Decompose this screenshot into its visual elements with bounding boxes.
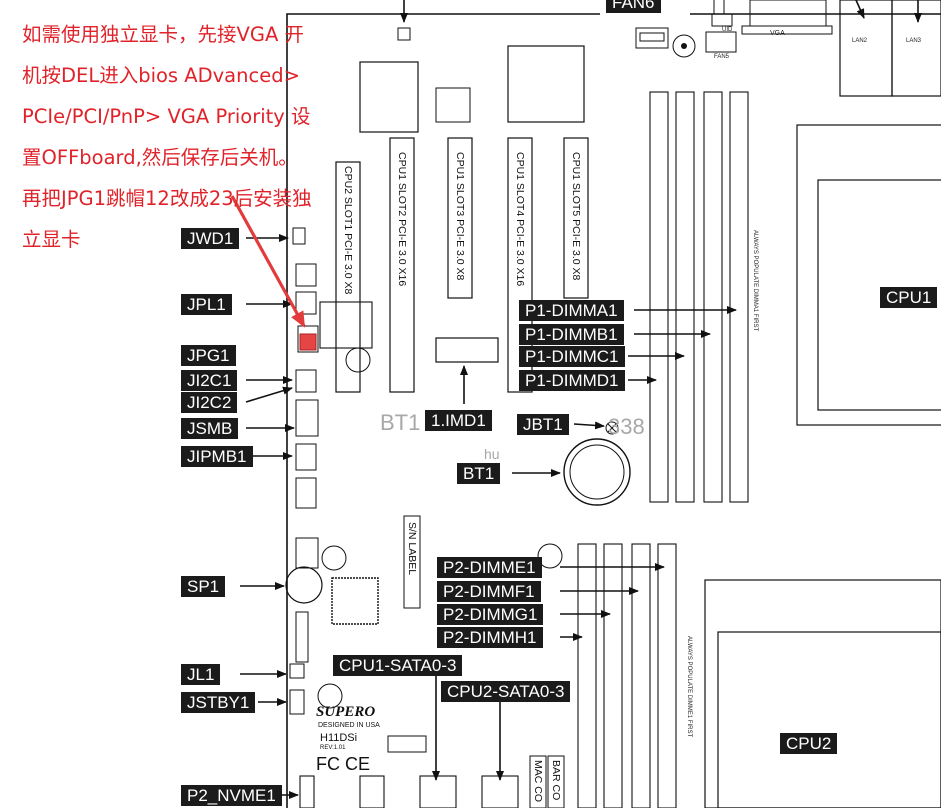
- label-jwd1: JWD1: [181, 228, 240, 249]
- label-jipmb1: JIPMB1: [181, 446, 253, 467]
- label-p2-nvme1: P2_NVME1: [181, 785, 282, 806]
- note-line: 如需使用独立显卡，先接VGA 开: [22, 23, 304, 46]
- label-p2-dimmf1: P2-DIMMF1: [437, 581, 541, 602]
- label-sp1: SP1: [181, 576, 226, 597]
- label-cpu2: CPU2: [780, 733, 838, 754]
- label-bt1: BT1: [457, 463, 501, 484]
- dimm-note: ALWAYS POPULATE DIMME1 FIRST: [686, 636, 692, 738]
- label-p1-dimmb1: P1-DIMMB1: [519, 324, 624, 345]
- vga-port-label: VGA: [770, 30, 785, 37]
- label-cpu1: CPU1: [880, 287, 938, 308]
- designed-label: DESIGNED IN USA: [318, 722, 380, 729]
- brand-logo: SUPERO: [316, 704, 376, 720]
- ghost-text: BT1: [380, 410, 421, 435]
- label-p1-dimmc1: P1-DIMMC1: [519, 346, 625, 367]
- label-ji2c1: JI2C1: [181, 370, 238, 391]
- label-m2-imd1: 1.IMD1: [425, 410, 492, 431]
- label-jl1: JL1: [181, 664, 221, 685]
- slot-label: CPU1 SLOT5 PCI-E 3.0 X8: [570, 152, 582, 281]
- note-line: 机按DEL进入bios ADvanced>: [22, 64, 300, 87]
- slot-label: CPU1 SLOT3 PCI-E 3.0 X8: [454, 152, 466, 281]
- label-p2-dimmh1: P2-DIMMH1: [437, 627, 543, 648]
- note-line: 立显卡: [22, 228, 81, 251]
- label-fan6: FAN6: [606, 0, 661, 13]
- fan5-label: FAN5: [714, 54, 730, 60]
- note-line: PCIe/PCI/PnP> VGA Priority 设: [22, 105, 311, 128]
- label-cpu1-sata: CPU1-SATA0-3: [333, 655, 463, 676]
- bar-code-label: BAR CO: [550, 760, 562, 801]
- label-p2-dimme1: P2-DIMME1: [437, 557, 542, 578]
- label-p1-dimmd1: P1-DIMMD1: [519, 370, 625, 391]
- note-line: 再把JPG1跳帽12改成23后安装独: [22, 187, 312, 210]
- ghost-text: 338: [608, 414, 645, 439]
- lan3-label: LAN3: [906, 38, 922, 44]
- label-p2-dimmg1: P2-DIMMG1: [437, 604, 544, 625]
- fcc-ce-mark: FC CE: [316, 754, 370, 774]
- uid-label: UID: [722, 27, 733, 33]
- lan2-label: LAN2: [852, 38, 868, 44]
- mac-code-label: MAC CO: [532, 760, 544, 802]
- label-p1-dimma1: P1-DIMMA1: [519, 300, 624, 321]
- label-jsmb: JSMB: [181, 418, 239, 439]
- label-jpg1: JPG1: [181, 345, 236, 366]
- note-line: 置OFFboard,然后保存后关机。: [22, 146, 298, 169]
- slot-label: CPU1 SLOT4 PCI-E 3.0 X16: [514, 152, 526, 287]
- label-jstby1: JSTBY1: [181, 692, 256, 713]
- model-label: H11DSi: [320, 732, 358, 744]
- label-ji2c2: JI2C2: [181, 392, 238, 413]
- label-jpl1: JPL1: [181, 294, 232, 315]
- rev-label: REV:1.01: [320, 745, 346, 751]
- bios-instruction-note: 如需使用独立显卡，先接VGA 开 机按DEL进入bios ADvanced> P…: [22, 14, 392, 260]
- label-jbt1: JBT1: [517, 414, 569, 435]
- label-cpu2-sata: CPU2-SATA0-3: [441, 681, 571, 702]
- slot-label: CPU1 SLOT2 PCI-E 3.0 X16: [396, 152, 408, 287]
- dimm-note: ALWAYS POPULATE DIMMA1 FIRST: [752, 230, 758, 332]
- sn-label: S/N LABEL: [406, 522, 418, 576]
- ghost-text: hu: [484, 446, 500, 462]
